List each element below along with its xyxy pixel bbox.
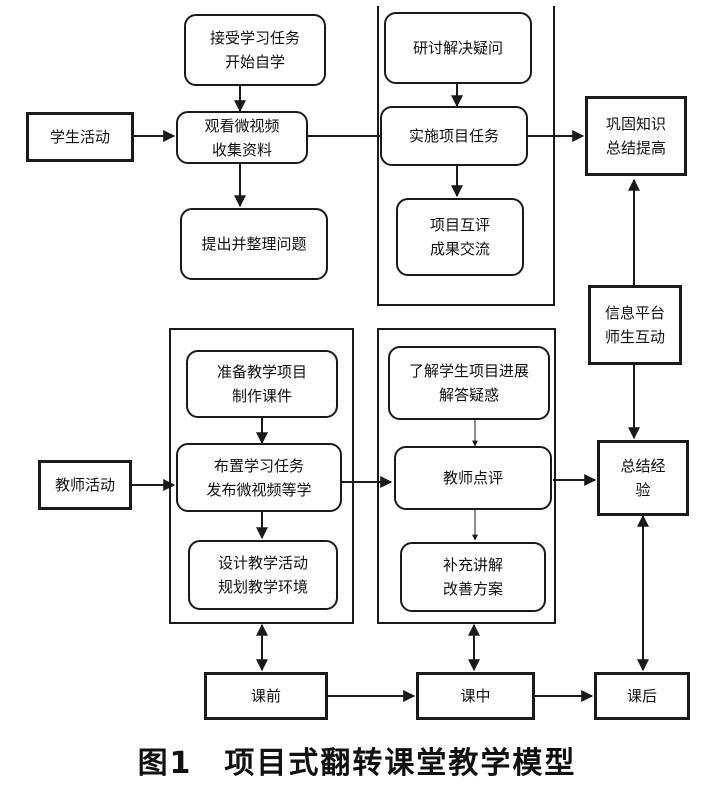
node-teacher-comment-label: 教师点评 bbox=[442, 469, 503, 487]
node-info-platform: 信息平台 师生互动 bbox=[588, 285, 682, 365]
node-implement: 实施项目任务 bbox=[380, 106, 528, 166]
node-summary-line2: 验 bbox=[635, 481, 651, 499]
timeline-before-label: 课前 bbox=[250, 687, 281, 705]
student-activity-box: 学生活动 bbox=[26, 112, 134, 162]
node-consolidate-line2: 总结提高 bbox=[605, 139, 666, 157]
node-peer-review-line2: 成果交流 bbox=[429, 240, 490, 258]
node-info-platform-line2: 师生互动 bbox=[604, 328, 665, 346]
node-info-platform-line1: 信息平台 bbox=[604, 304, 665, 322]
node-supplement: 补充讲解 改善方案 bbox=[400, 542, 546, 612]
node-consolidate-line1: 巩固知识 bbox=[605, 115, 666, 133]
node-assign-task: 布置学习任务 发布微视频等学 bbox=[176, 443, 342, 512]
timeline-before: 课前 bbox=[204, 672, 328, 720]
node-raise-questions: 提出并整理问题 bbox=[180, 208, 328, 280]
node-accept-task-line1: 接受学习任务 bbox=[209, 29, 300, 47]
node-watch-video-line2: 收集资料 bbox=[211, 140, 272, 159]
node-accept-task: 接受学习任务 开始自学 bbox=[184, 14, 326, 86]
teacher-activity-label: 教师活动 bbox=[54, 476, 115, 494]
figure-caption: 图1 项目式翻转课堂教学模型 bbox=[137, 746, 577, 781]
teacher-activity-box: 教师活动 bbox=[38, 460, 132, 510]
frame-teacher-middle bbox=[377, 328, 556, 624]
node-understand-progress-line1: 了解学生项目进展 bbox=[408, 362, 529, 380]
node-watch-video-line1: 观看微视频 bbox=[204, 116, 280, 135]
node-discuss: 研讨解决疑问 bbox=[384, 12, 532, 84]
node-accept-task-line2: 开始自学 bbox=[224, 53, 285, 71]
node-discuss-label: 研讨解决疑问 bbox=[412, 39, 503, 57]
node-watch-video: 观看微视频 收集资料 bbox=[176, 111, 308, 164]
frame-teacher-left bbox=[169, 328, 354, 624]
node-summary: 总结经 验 bbox=[597, 440, 689, 516]
node-implement-label: 实施项目任务 bbox=[408, 127, 499, 145]
node-peer-review-line1: 项目互评 bbox=[429, 216, 490, 234]
node-prepare-project-line2: 制作课件 bbox=[231, 387, 292, 405]
student-activity-label: 学生活动 bbox=[49, 128, 110, 146]
node-summary-line1: 总结经 bbox=[620, 457, 666, 475]
node-design-activity: 设计教学活动 规划教学环境 bbox=[188, 540, 338, 610]
node-supplement-line2: 改善方案 bbox=[442, 580, 503, 598]
node-understand-progress-line2: 解答疑惑 bbox=[438, 386, 499, 404]
node-prepare-project-line1: 准备教学项目 bbox=[216, 363, 307, 381]
timeline-during: 课中 bbox=[416, 672, 535, 720]
timeline-during-label: 课中 bbox=[460, 687, 491, 705]
node-prepare-project: 准备教学项目 制作课件 bbox=[186, 350, 338, 418]
node-assign-task-line2: 发布微视频等学 bbox=[206, 480, 312, 499]
timeline-after-label: 课后 bbox=[626, 687, 657, 705]
frame-student-middle bbox=[377, 6, 555, 306]
node-design-activity-line2: 规划教学环境 bbox=[217, 578, 308, 596]
timeline-after: 课后 bbox=[594, 672, 690, 720]
node-teacher-comment: 教师点评 bbox=[394, 446, 552, 510]
node-raise-questions-label: 提出并整理问题 bbox=[201, 235, 307, 253]
node-design-activity-line1: 设计教学活动 bbox=[217, 554, 308, 572]
node-supplement-line1: 补充讲解 bbox=[442, 556, 503, 574]
node-assign-task-line1: 布置学习任务 bbox=[213, 456, 304, 475]
node-understand-progress: 了解学生项目进展 解答疑惑 bbox=[388, 346, 550, 420]
node-peer-review: 项目互评 成果交流 bbox=[396, 198, 524, 276]
node-consolidate: 巩固知识 总结提高 bbox=[585, 96, 687, 176]
